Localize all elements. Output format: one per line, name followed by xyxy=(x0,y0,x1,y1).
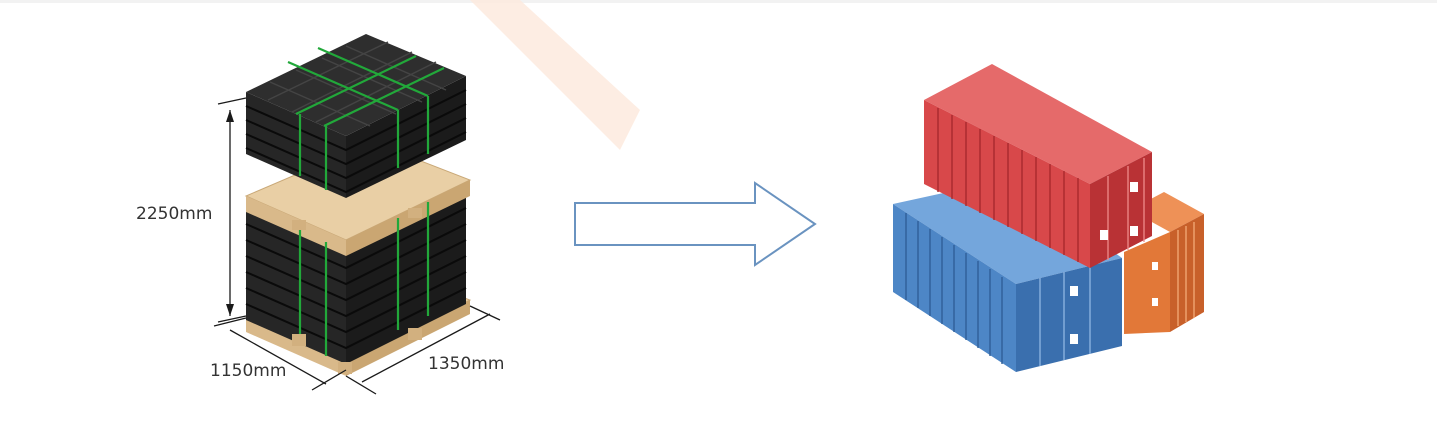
dimension-lines xyxy=(213,97,501,395)
height-dimension-label: 2250mm xyxy=(136,204,213,224)
lower-crate-left-face xyxy=(246,208,346,364)
watermark-stroke xyxy=(470,0,640,150)
top-divider xyxy=(0,0,1437,3)
upper-crate-left-face xyxy=(246,92,346,198)
depth-dimension-label: 1350mm xyxy=(428,354,505,374)
width-dimension-label: 1150mm xyxy=(210,361,287,381)
width-dimension-line xyxy=(229,329,327,385)
right-arrow-icon xyxy=(574,181,817,267)
orange-container xyxy=(1124,232,1170,334)
upper-crate-right-face xyxy=(346,76,466,198)
lower-crate-right-face xyxy=(346,192,466,364)
shipping-containers-illustration xyxy=(893,64,1204,372)
pallet-stack-illustration xyxy=(244,34,472,376)
green-straps xyxy=(287,46,445,356)
depth-dimension-line xyxy=(361,313,491,383)
